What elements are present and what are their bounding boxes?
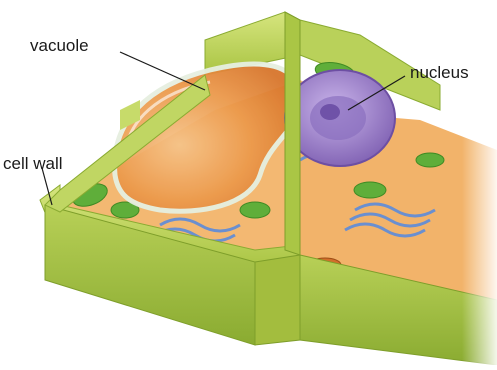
nucleus	[285, 70, 395, 166]
nucleus-label: nucleus	[410, 64, 469, 81]
vacuole-leader-line	[120, 52, 205, 90]
cell-wall-label: cell wall	[3, 155, 63, 172]
middle-cell-wall	[255, 255, 300, 345]
cell-wall-pillar	[285, 12, 300, 255]
vacuole-label: vacuole	[30, 37, 89, 54]
